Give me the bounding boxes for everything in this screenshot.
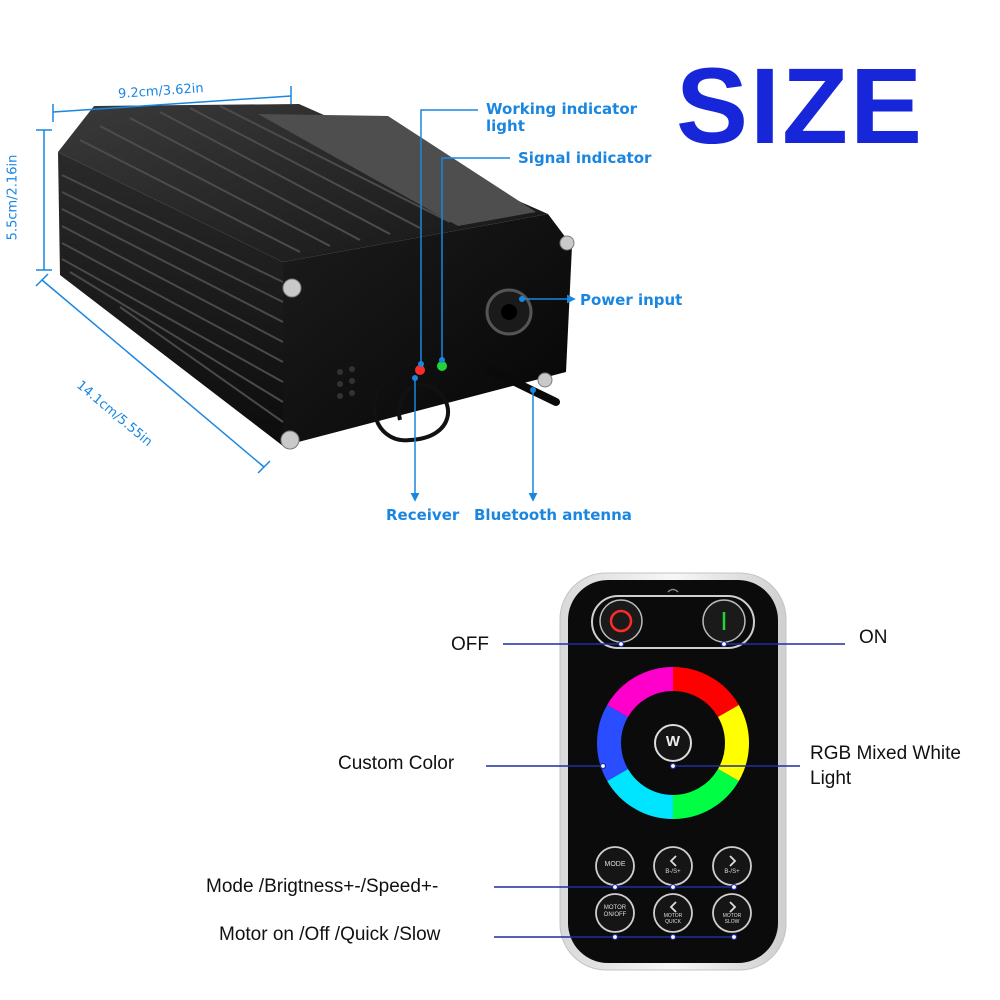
chevron-right-icon <box>729 855 737 867</box>
white-button <box>654 724 692 762</box>
remote-callout-lines <box>486 643 845 938</box>
working-led <box>415 365 425 375</box>
on-button[interactable] <box>703 600 745 642</box>
chevron-right-icon <box>729 901 737 913</box>
mode-button[interactable]: MODE <box>604 861 626 868</box>
off-label: OFF <box>451 634 489 655</box>
off-button[interactable] <box>600 600 642 642</box>
custom-color-label: Custom Color <box>338 753 455 774</box>
remote-control <box>559 572 787 971</box>
signal-indicator-label: Signal indicator <box>518 149 652 167</box>
power-input-label: Power input <box>580 291 683 309</box>
bluetooth-antenna-label: Bluetooth antenna <box>474 506 632 524</box>
signal-led <box>437 361 447 371</box>
receiver-label: Receiver <box>386 506 460 524</box>
chevron-left-icon <box>669 855 677 867</box>
dimension-lines <box>35 86 292 474</box>
wifi-icon <box>667 588 679 593</box>
mode-row-label: Mode /Brigtness+-/Speed+- <box>206 876 439 897</box>
motor-row-label: Motor on /Off /Quick /Slow <box>219 924 441 945</box>
color-wheel[interactable] <box>597 667 749 819</box>
dimension-height-label: 5.5cm/2.16in <box>5 154 21 241</box>
brightness-speed-down-button[interactable]: B-/S+ <box>665 869 681 875</box>
callout-lines <box>410 109 576 502</box>
brightness-speed-up-button[interactable]: B-/S+ <box>724 869 740 875</box>
page-title: SIZE <box>676 45 925 166</box>
white-button-label[interactable]: W <box>665 733 681 750</box>
working-indicator-label: Working indicator light <box>486 100 638 135</box>
illuminator-box <box>58 104 575 450</box>
rgb-white-label: RGB Mixed White Light <box>810 743 961 789</box>
off-power-icon <box>609 609 633 633</box>
on-label: ON <box>859 627 888 648</box>
chevron-left-icon <box>669 901 677 913</box>
